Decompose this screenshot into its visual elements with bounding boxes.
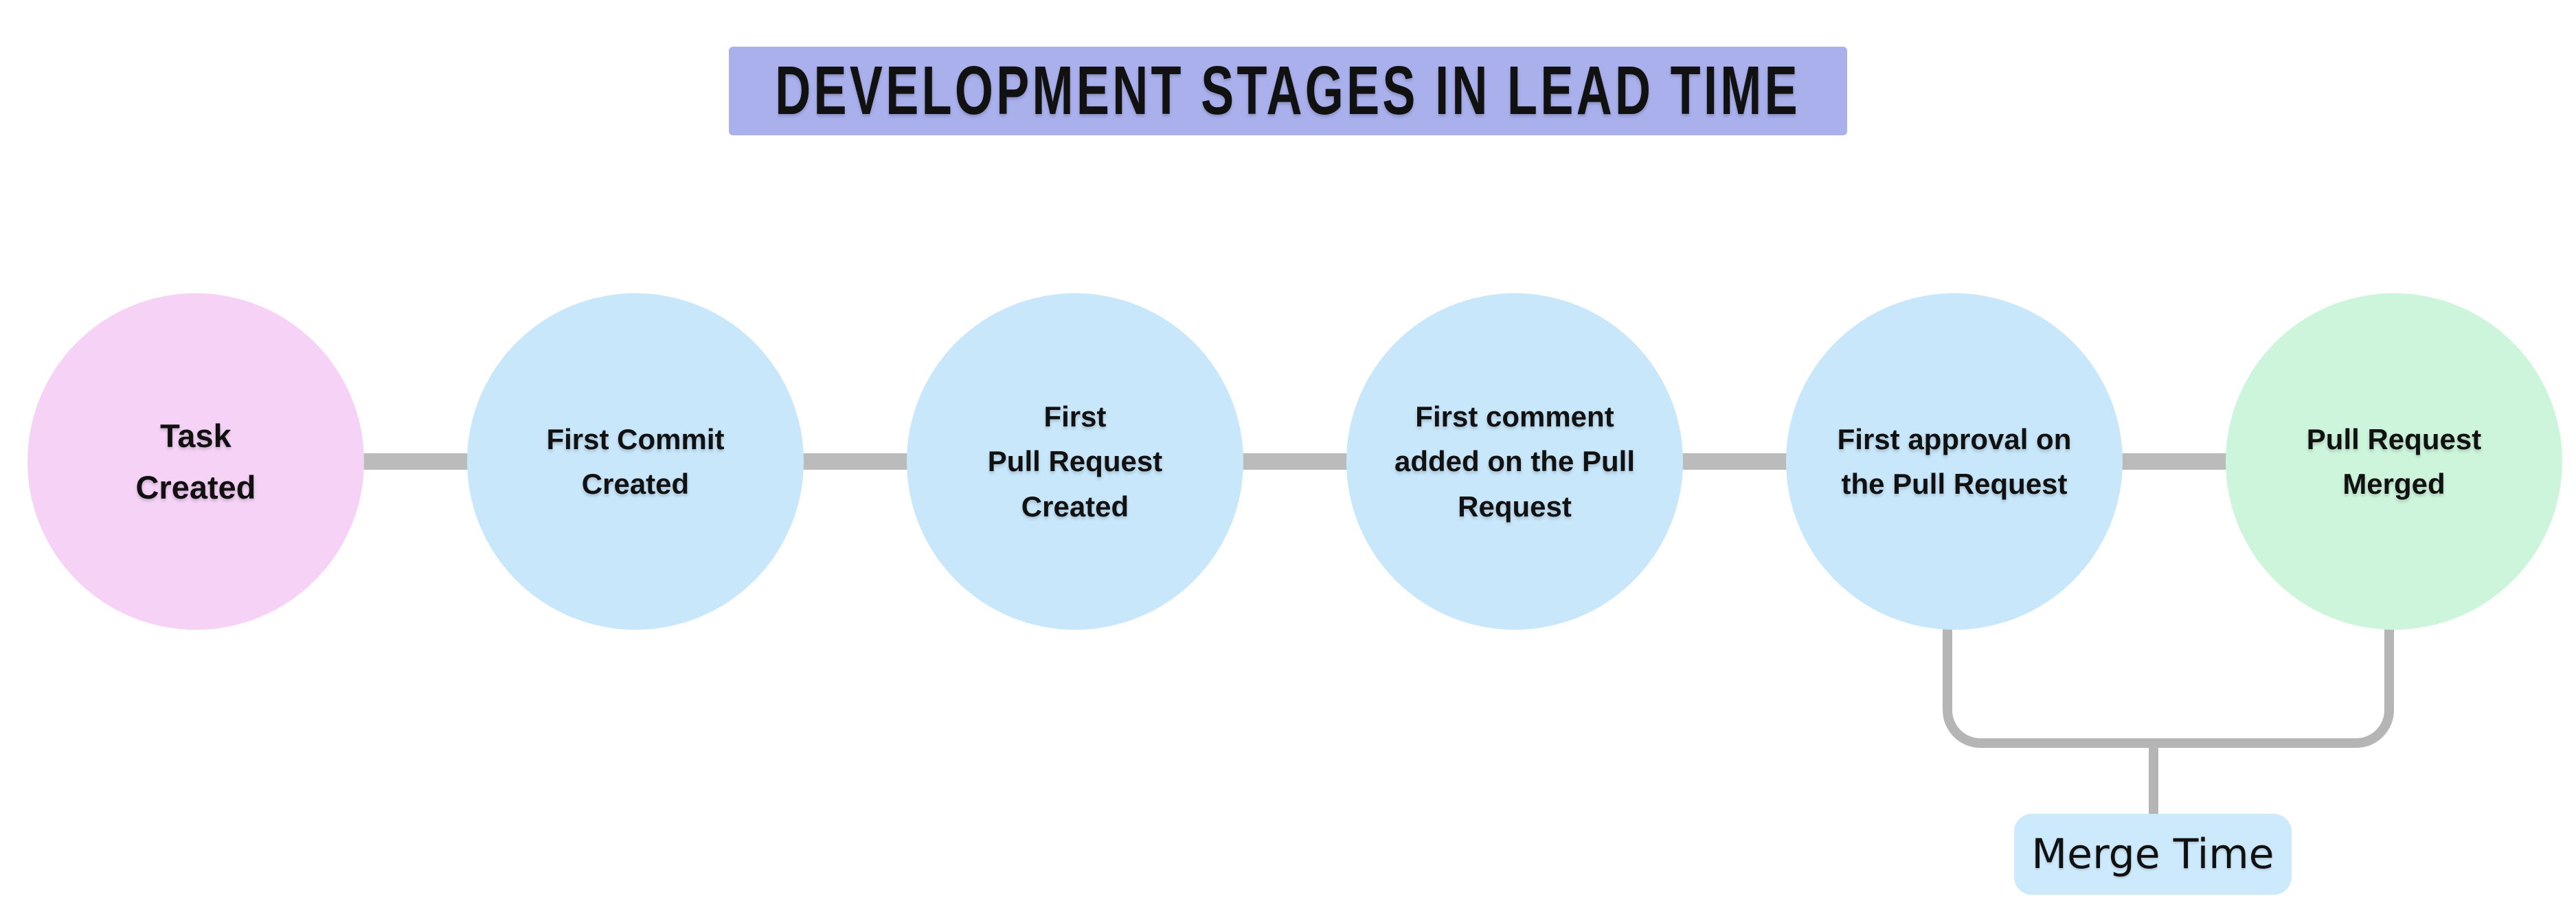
stage-label-first-comment-added: First comment added on the Pull Request	[1394, 400, 1635, 523]
stage-node-task-created: Task Created	[27, 293, 364, 630]
stage-label-pull-request-merged: Pull Request Merged	[2306, 422, 2482, 500]
stage-label-task-created: Task Created	[135, 417, 256, 505]
stage-node-first-commit-created: First Commit Created	[467, 293, 804, 630]
page-title: DEVELOPMENT STAGES IN LEAD TIME	[775, 52, 1801, 129]
merge-time-label: Merge Time	[2014, 814, 2292, 895]
stage-label-first-pull-request-created: First Pull Request Created	[987, 400, 1163, 523]
stage-node-first-approval: First approval on the Pull Request	[1786, 293, 2123, 630]
merge-time-text: Merge Time	[2031, 830, 2274, 878]
stage-node-pull-request-merged: Pull Request Merged	[2226, 293, 2562, 630]
stage-node-first-pull-request-created: First Pull Request Created	[907, 293, 1243, 630]
stage-node-first-comment-added: First comment added on the Pull Request	[1346, 293, 1683, 630]
stage-label-first-commit-created: First Commit Created	[546, 422, 725, 500]
merge-time-connector	[2149, 745, 2158, 815]
title-banner: DEVELOPMENT STAGES IN LEAD TIME	[729, 47, 1847, 135]
merge-time-bracket	[1943, 626, 2394, 748]
stage-label-first-approval: First approval on the Pull Request	[1837, 422, 2072, 500]
